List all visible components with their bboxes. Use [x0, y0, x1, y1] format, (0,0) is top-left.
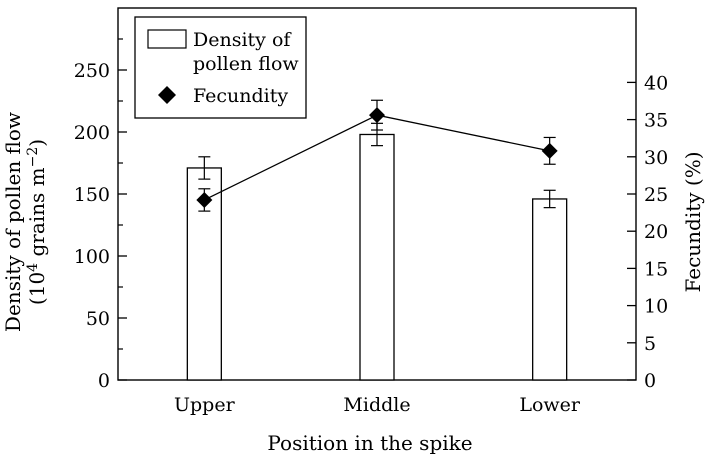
left-axis-title-line1: Density of pollen flow: [1, 112, 25, 332]
right-axis: 0 5 10 15 20 25 30 35 40: [627, 72, 668, 392]
right-tick-label: 35: [644, 110, 668, 132]
x-tick-label: Middle: [343, 394, 410, 416]
right-tick-label: 5: [644, 333, 656, 355]
bars: [186, 122, 568, 381]
bar-lower: [532, 198, 568, 381]
legend-bar-label-line2: pollen flow: [193, 53, 299, 75]
left-tick-label: 0: [98, 370, 110, 392]
left-axis: 0 50 100 150 200 250: [74, 38, 127, 392]
fecundity-series: [196, 99, 558, 212]
x-tick-label: Lower: [519, 394, 581, 416]
left-tick-label: 250: [74, 60, 110, 82]
right-tick-label: 10: [644, 296, 668, 318]
bar-middle: [359, 133, 395, 381]
legend-diamond-marker: [158, 86, 176, 104]
left-tick-label: 100: [74, 246, 110, 268]
legend-bar-swatch: [147, 29, 187, 49]
fecundity-marker-upper: [196, 191, 213, 208]
legend-bar-label-line1: Density of: [193, 29, 292, 51]
right-tick-label: 0: [644, 370, 656, 392]
right-tick-label: 40: [644, 72, 668, 94]
right-tick-label: 20: [644, 221, 668, 243]
x-axis: Upper Middle Lower: [174, 394, 581, 416]
right-tick-label: 30: [644, 147, 668, 169]
left-tick-label: 200: [74, 122, 110, 144]
fecundity-marker-lower: [541, 142, 558, 159]
left-tick-label: 150: [74, 184, 110, 206]
right-tick-label: 25: [644, 184, 668, 206]
fecundity-marker-middle: [369, 107, 385, 124]
right-tick-label: 15: [644, 258, 668, 280]
x-axis-title: Position in the spike: [267, 431, 472, 455]
x-tick-label: Upper: [174, 394, 236, 416]
left-axis-title-line2: (104 grains m−2): [25, 139, 49, 305]
legend-fecundity-label: Fecundity: [193, 85, 288, 107]
right-axis-title: Fecundity (%): [681, 151, 705, 292]
left-tick-label: 50: [86, 308, 110, 330]
legend: Density of pollen flow Fecundity: [134, 16, 307, 119]
